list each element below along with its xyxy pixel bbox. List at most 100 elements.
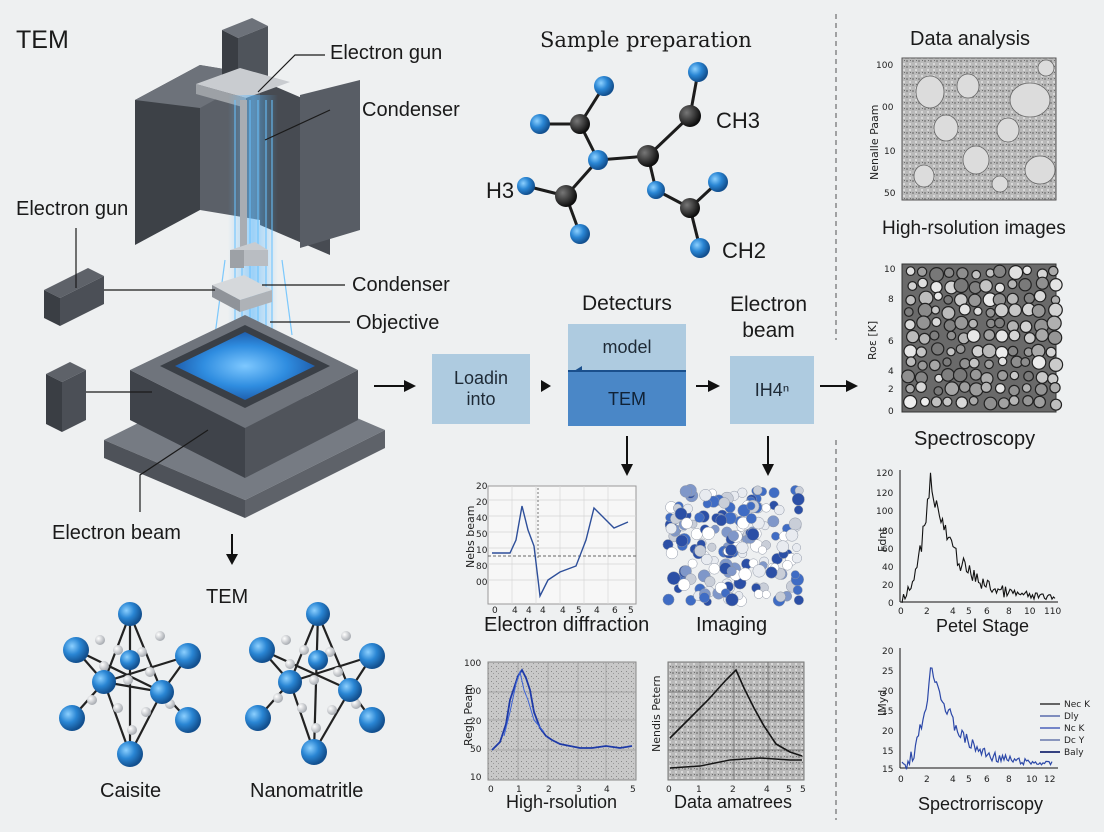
cell <box>906 329 920 344</box>
electron-beam-label: Electron beam <box>730 292 807 344</box>
particle <box>685 595 697 606</box>
detectors-label: Detecturs <box>582 292 672 315</box>
box-divider <box>568 370 686 372</box>
cell <box>959 357 971 370</box>
box-loading: Loadin into <box>432 354 530 424</box>
cell <box>993 264 1007 278</box>
particle <box>708 563 720 575</box>
cell <box>1006 292 1019 306</box>
particle <box>715 514 728 527</box>
cell <box>1033 395 1046 409</box>
cell <box>994 383 1006 394</box>
cell <box>943 294 954 305</box>
cell <box>968 357 980 369</box>
cell <box>1023 332 1036 345</box>
cell <box>1031 355 1047 370</box>
cell <box>931 316 942 328</box>
particle <box>782 560 793 571</box>
cell <box>1048 302 1063 318</box>
particle <box>728 530 739 542</box>
particle <box>761 590 771 599</box>
box-tem: TEM <box>568 372 686 426</box>
legend <box>1040 703 1060 753</box>
cell <box>980 381 993 393</box>
label-caisite: Caisite <box>100 780 162 802</box>
cell <box>916 266 928 277</box>
cell <box>1022 265 1032 276</box>
cell <box>983 396 998 411</box>
cell <box>918 332 931 345</box>
cell <box>1048 265 1059 277</box>
box-ih4: IH4ⁿ <box>730 356 814 424</box>
cell <box>917 302 933 318</box>
particle <box>767 515 780 528</box>
cell <box>985 307 996 318</box>
label-electron-gun-top: Electron gun <box>330 42 443 64</box>
cell <box>933 291 943 301</box>
cell <box>968 318 979 329</box>
cell <box>1033 289 1047 303</box>
particle <box>718 497 730 509</box>
particle <box>687 558 698 569</box>
cell <box>946 330 957 341</box>
cell <box>955 344 966 355</box>
imaging-particles-illustration <box>662 483 805 607</box>
cell <box>915 346 928 358</box>
cell <box>958 381 971 393</box>
particle <box>746 528 760 541</box>
spectrorriscopy-plot <box>899 648 1060 770</box>
tem-title: TEM <box>16 26 69 54</box>
caption-imaging: Imaging <box>696 614 768 636</box>
cell <box>905 383 915 394</box>
box-ih4-label: IH4ⁿ <box>754 379 790 400</box>
tem-machine-illustration <box>44 18 385 565</box>
spectroscopy-plot <box>899 470 1058 603</box>
cell <box>997 397 1010 410</box>
spectroscopy-title: Spectroscopy <box>914 428 1036 450</box>
particle <box>790 570 800 580</box>
sample-preparation-title: Sample preparation <box>540 28 752 52</box>
particle <box>701 553 713 566</box>
cell <box>1007 279 1018 290</box>
particle <box>794 505 804 515</box>
cell <box>954 315 969 330</box>
particle <box>788 517 802 531</box>
label-electron-gun-left: Electron gun <box>16 198 129 220</box>
cell <box>1048 357 1064 372</box>
cell <box>1019 320 1033 334</box>
cell <box>942 357 952 367</box>
cluster-structure-1 <box>59 602 201 767</box>
particle <box>765 566 778 579</box>
workflow-arrows <box>374 380 858 476</box>
cell <box>1049 398 1063 411</box>
cell <box>1031 303 1046 318</box>
particle <box>761 503 771 513</box>
particle <box>753 589 764 599</box>
cell <box>969 382 984 397</box>
cell <box>1008 329 1021 342</box>
box-model: model <box>568 324 686 370</box>
cell <box>1035 328 1049 343</box>
cell <box>929 267 945 283</box>
cell <box>1049 277 1063 292</box>
cell <box>969 368 983 381</box>
cell <box>1008 265 1024 281</box>
particle <box>792 585 803 595</box>
cell <box>996 369 1009 382</box>
cell <box>903 344 918 359</box>
label-objective: Objective <box>356 312 440 334</box>
box-model-label: model <box>602 336 652 357</box>
cell <box>1018 278 1032 292</box>
data-analysis-title: Data analysis <box>910 28 1031 50</box>
particle <box>665 547 678 560</box>
cell <box>905 356 917 368</box>
cell <box>1047 330 1063 345</box>
cell <box>1008 395 1020 407</box>
cell <box>958 303 971 316</box>
particle <box>701 526 715 540</box>
cell <box>942 396 953 407</box>
cell <box>1023 292 1036 304</box>
particle <box>725 544 738 556</box>
particle <box>792 543 801 552</box>
